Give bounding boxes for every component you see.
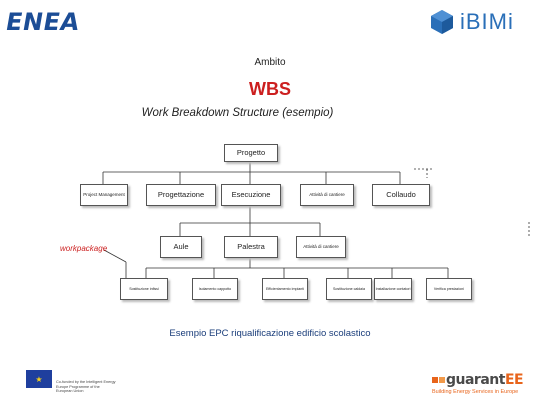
wbs-node-l3-b: Isolamento cappotto	[192, 278, 238, 300]
wbs-node-attivita-2: Attività di cantiere	[296, 236, 346, 258]
wbs-node-collaudo: Collaudo	[372, 184, 430, 206]
wbs-node-l3-d: Sostituzione caldaia	[326, 278, 372, 300]
ibimi-logo: iBIMi	[428, 8, 514, 36]
example-caption: Esempio EPC riqualificazione edificio sc…	[169, 328, 371, 339]
workpackage-label: workpackage	[60, 244, 108, 253]
wbs-node-root: Progetto	[224, 144, 278, 162]
ibimi-cube-icon	[431, 10, 453, 34]
wbs-node-esecuzione: Esecuzione	[221, 184, 281, 206]
guarantee-square-icon	[432, 377, 438, 383]
wbs-node-l3-c: Efficientamento impianti	[262, 278, 308, 300]
workpackage-pointer	[103, 249, 127, 263]
wbs-node-progettazione: Progettazione	[146, 184, 216, 206]
wbs-node-l3-f: Verifica prestazioni	[426, 278, 472, 300]
guarantee-name-b: EE	[504, 372, 524, 388]
guarantee-name-a: guarant	[446, 372, 505, 388]
wbs-node-l3-a: Sostituzione infissi	[120, 278, 168, 300]
eu-funding-text: Co-funded by the Intelligent Energy Euro…	[56, 380, 116, 394]
guarantee-square-icon	[439, 377, 445, 383]
wbs-node-attivita: Attività di cantiere	[300, 184, 354, 206]
eu-flag-icon: ★	[26, 370, 52, 388]
guarantee-name: guarantEE	[446, 372, 524, 388]
wbs-node-aule: Aule	[160, 236, 202, 258]
guarantee-logo: guarantEE Building Energy Services in Eu…	[432, 372, 524, 395]
page-title: WBS	[249, 79, 291, 99]
wbs-node-l3-e: Installazione contatori	[374, 278, 412, 300]
wbs-node-palestra: Palestra	[224, 236, 278, 258]
ibimi-logo-text: iBIMi	[460, 9, 514, 34]
wbs-node-pm: Project Management	[80, 184, 128, 206]
page-subtitle: Ambito	[254, 57, 286, 68]
page-caption: Work Breakdown Structure (esempio)	[141, 107, 334, 119]
guarantee-tagline: Building Energy Services in Europe	[432, 389, 519, 395]
